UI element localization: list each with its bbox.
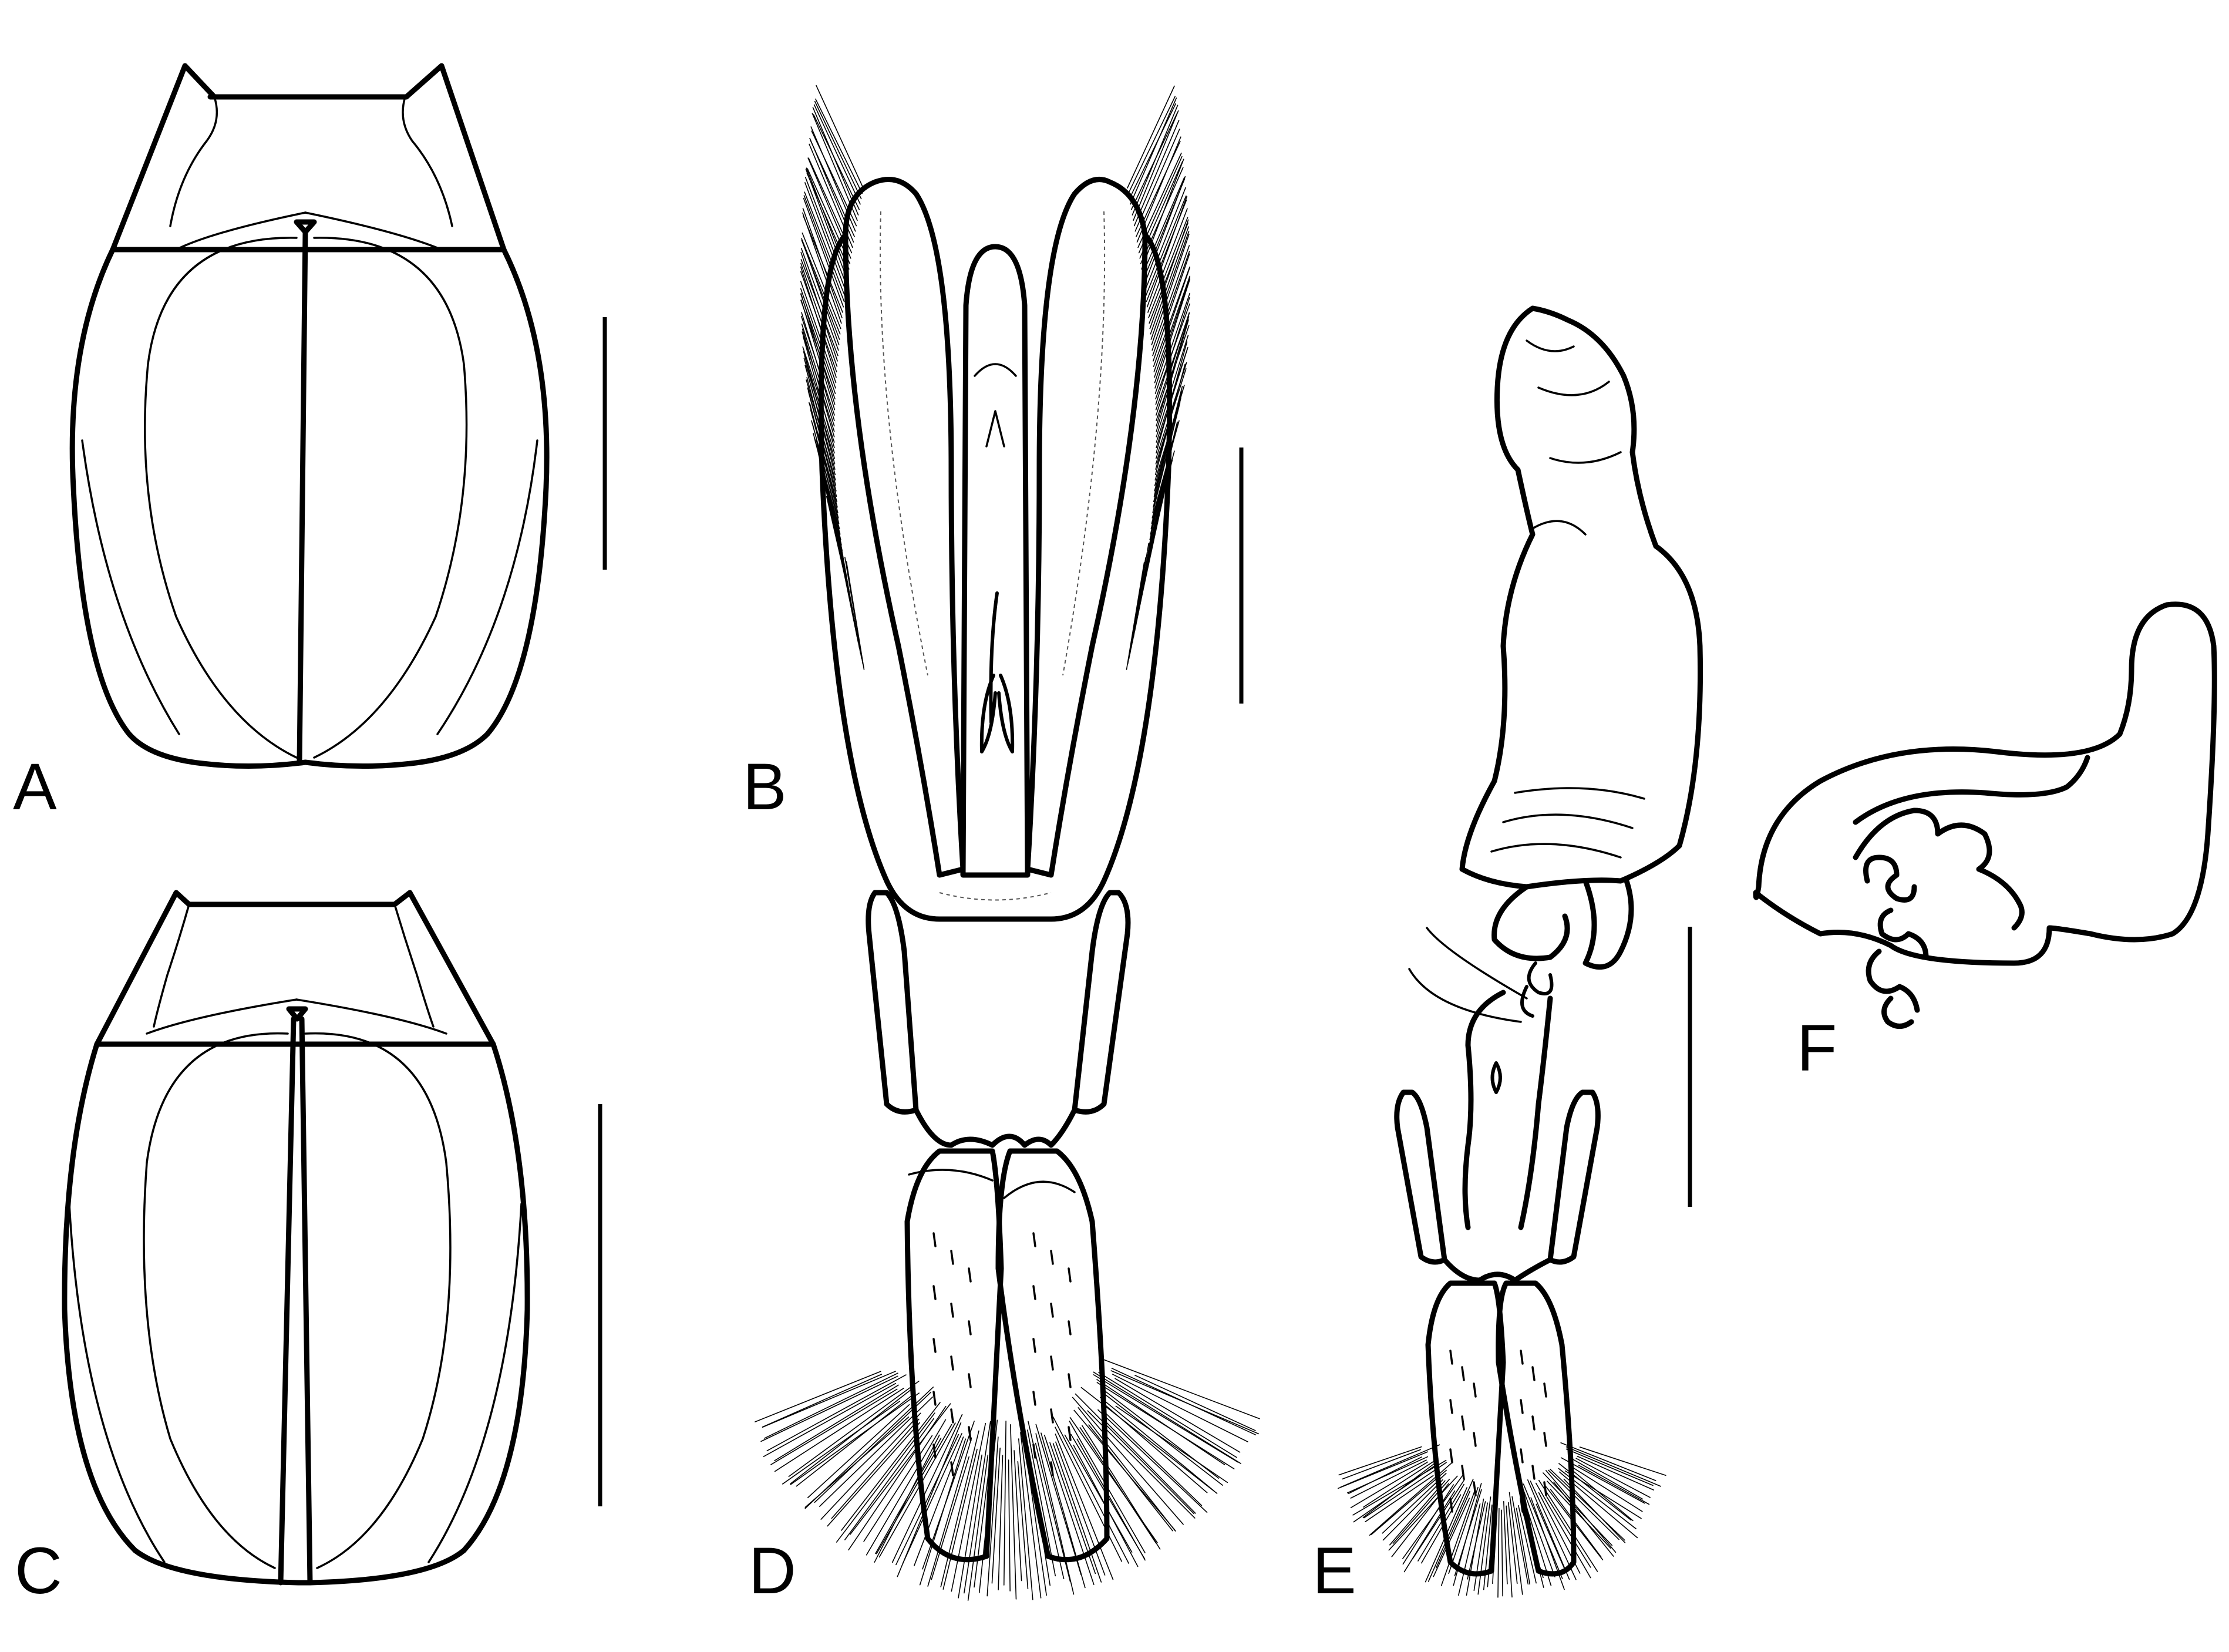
panel-label-e: E <box>1312 1534 1356 1607</box>
panel-f-spermatheca <box>1756 604 2214 1027</box>
panel-c-habitus <box>65 893 527 1583</box>
paramere-setae <box>801 86 1190 669</box>
panel-label-a: A <box>13 750 57 823</box>
panel-e-genitalia <box>1338 308 1701 1597</box>
panel-label-c: C <box>15 1534 62 1607</box>
panel-b-aedeagus <box>801 86 1190 919</box>
panel-label-f: F <box>1797 1011 1837 1085</box>
gonocoxite-setae-e <box>1338 1443 1666 1597</box>
panel-d-genital-segment <box>755 893 1260 1600</box>
panel-label-b: B <box>743 750 787 823</box>
gonocoxite-setae <box>755 1359 1260 1600</box>
panel-label-d: D <box>749 1534 796 1607</box>
panel-a-habitus <box>72 66 547 766</box>
